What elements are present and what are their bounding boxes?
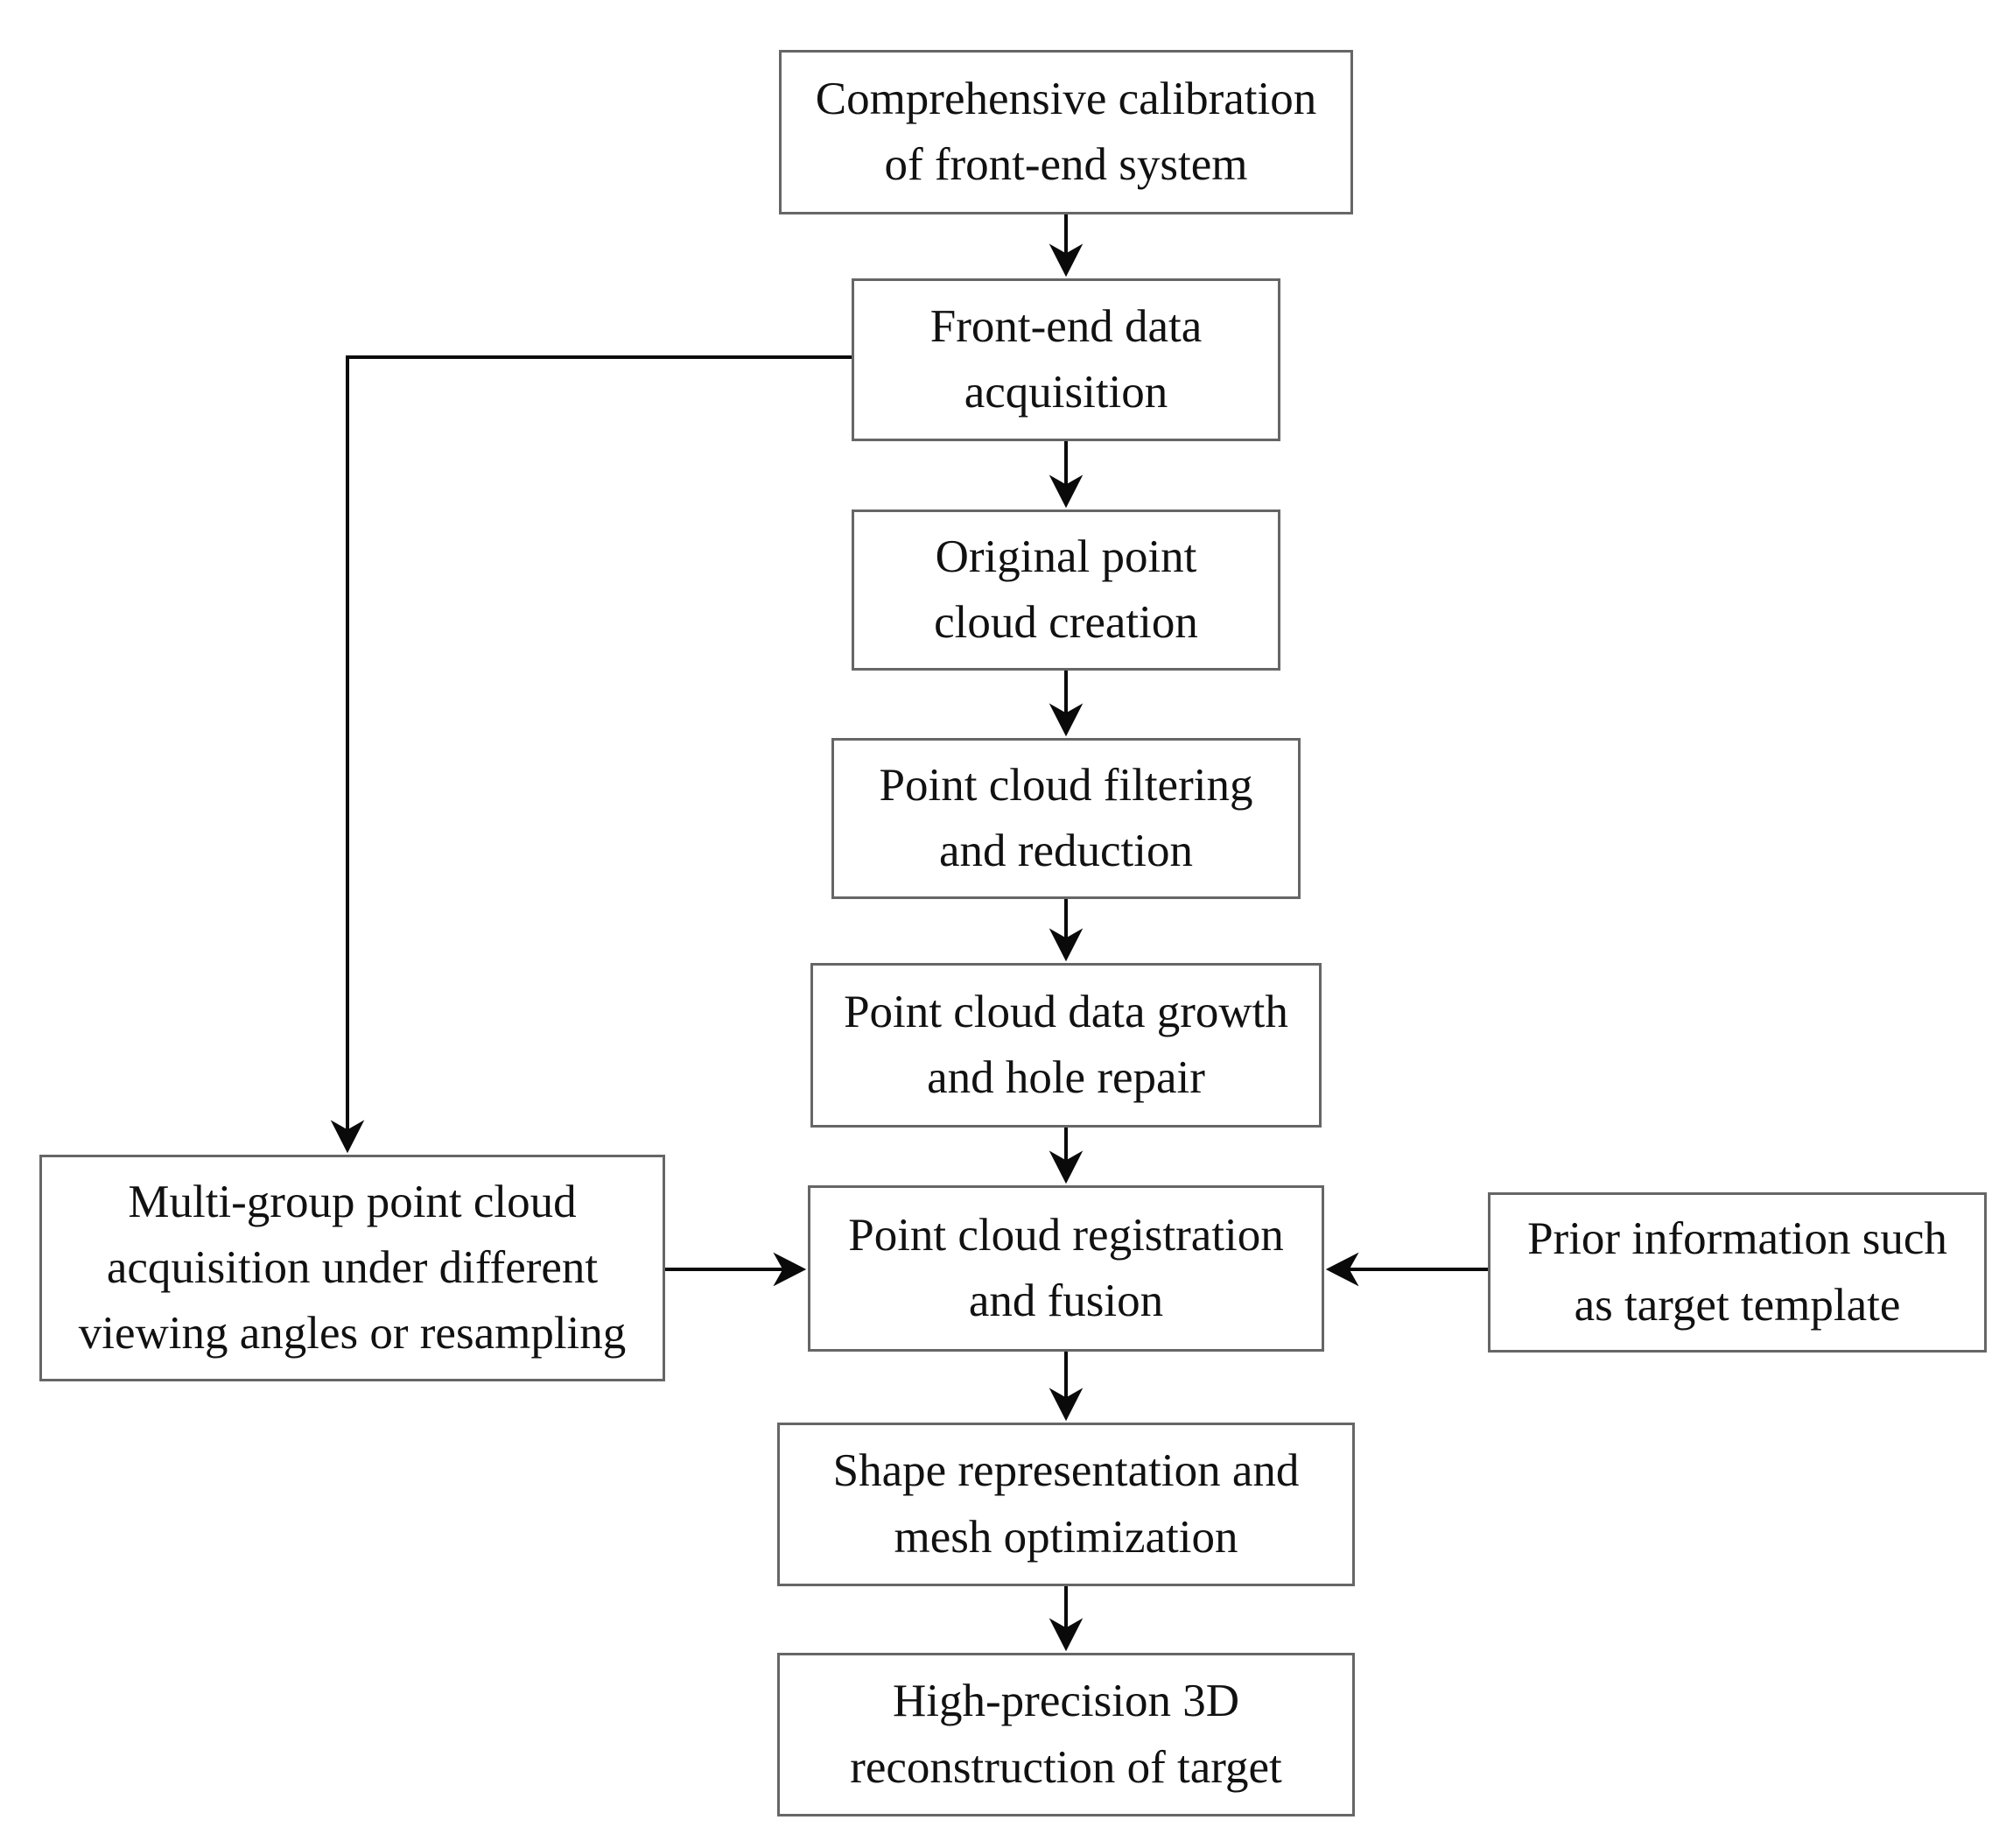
- node-point-cloud-filtering: Point cloud filtering and reduction: [831, 738, 1301, 899]
- node-label-line: Original point: [935, 531, 1197, 582]
- node-label-line: acquisition: [964, 367, 1168, 418]
- node-label-line: and fusion: [968, 1275, 1164, 1326]
- node-prior-information: Prior information such as target templat…: [1488, 1192, 1987, 1353]
- node-label-line: as target template: [1574, 1279, 1901, 1331]
- node-label-line: and hole repair: [927, 1052, 1205, 1103]
- node-label-line: acquisition under different: [106, 1241, 599, 1293]
- node-label-line: Front-end data: [929, 300, 1203, 352]
- node-comprehensive-calibration: Comprehensive calibration of front-end s…: [779, 50, 1353, 214]
- node-front-end-data-acquisition: Front-end data acquisition: [852, 278, 1280, 441]
- node-point-cloud-data-growth: Point cloud data growth and hole repair: [810, 963, 1322, 1128]
- node-label-line: cloud creation: [934, 597, 1198, 648]
- node-label-line: reconstruction of target: [850, 1741, 1282, 1793]
- node-label-line: Point cloud data growth: [844, 986, 1288, 1037]
- node-point-cloud-registration: Point cloud registration and fusion: [808, 1185, 1324, 1352]
- edge-acquisition-multigroup: [330, 355, 852, 1154]
- node-label-line: Point cloud filtering: [879, 759, 1253, 811]
- node-label-line: viewing angles or resampling: [78, 1308, 627, 1360]
- node-original-point-cloud-creation: Original point cloud creation: [852, 509, 1280, 671]
- node-label-line: Prior information such: [1527, 1213, 1947, 1265]
- node-label-line: of front-end system: [884, 139, 1248, 190]
- node-label-line: Multi-group point cloud: [128, 1176, 577, 1227]
- node-label-line: mesh optimization: [894, 1511, 1238, 1563]
- node-label-line: Shape representation and: [832, 1445, 1300, 1497]
- node-label-line: Comprehensive calibration: [815, 73, 1317, 124]
- node-label-line: and reduction: [939, 826, 1193, 876]
- node-label-line: High-precision 3D: [893, 1676, 1239, 1727]
- node-label-line: Point cloud registration: [848, 1209, 1284, 1261]
- node-multi-group-point-cloud-acquisition: Multi-group point cloud acquisition unde…: [39, 1155, 665, 1381]
- node-shape-representation: Shape representation and mesh optimizati…: [777, 1423, 1355, 1586]
- node-high-precision-3d-reconstruction: High-precision 3D reconstruction of targ…: [777, 1653, 1355, 1816]
